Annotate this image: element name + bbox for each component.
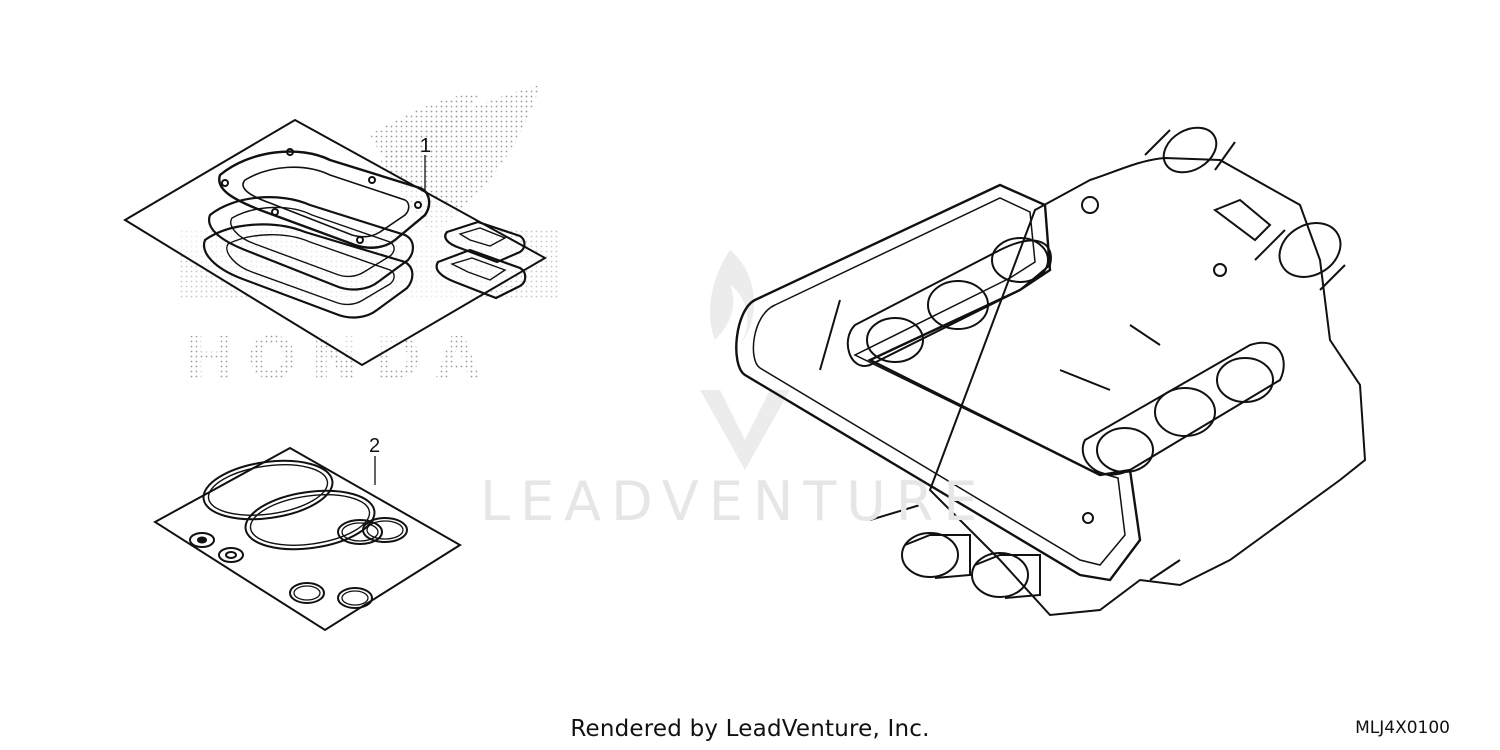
callout-2: 2 (369, 435, 380, 457)
o-ring-medium (337, 519, 383, 545)
head-gasket-middle (207, 196, 414, 291)
leadventure-watermark-logo (700, 250, 790, 470)
head-gasket-lower (202, 223, 414, 319)
cylinder-gasket-left (846, 239, 1052, 367)
gasket-kit-1[interactable] (123, 118, 548, 367)
small-gasket-a (444, 220, 526, 264)
engine-crankcase (735, 126, 1367, 617)
small-gasket-b (435, 248, 527, 300)
o-ring-medium-2 (362, 517, 408, 543)
o-ring-sheet-2 (153, 446, 462, 632)
washer-1 (189, 532, 215, 548)
o-ring-small-2 (337, 587, 373, 609)
leadventure-watermark: LEADVENTURE (480, 470, 988, 533)
gasket-sheet-1 (123, 118, 548, 367)
cylinder-gasket-right (1081, 341, 1285, 476)
o-ring-kit-2[interactable] (153, 446, 462, 632)
diagram-code: MLJ4X0100 (1355, 718, 1450, 738)
rendered-by-footer: Rendered by LeadVenture, Inc. (570, 716, 930, 742)
washer-2 (218, 547, 244, 563)
o-ring-small-1 (289, 582, 325, 604)
head-gasket-upper (218, 150, 431, 249)
callout-1: 1 (420, 135, 431, 157)
o-ring-large-2 (244, 489, 376, 551)
o-ring-large-1 (202, 459, 334, 521)
